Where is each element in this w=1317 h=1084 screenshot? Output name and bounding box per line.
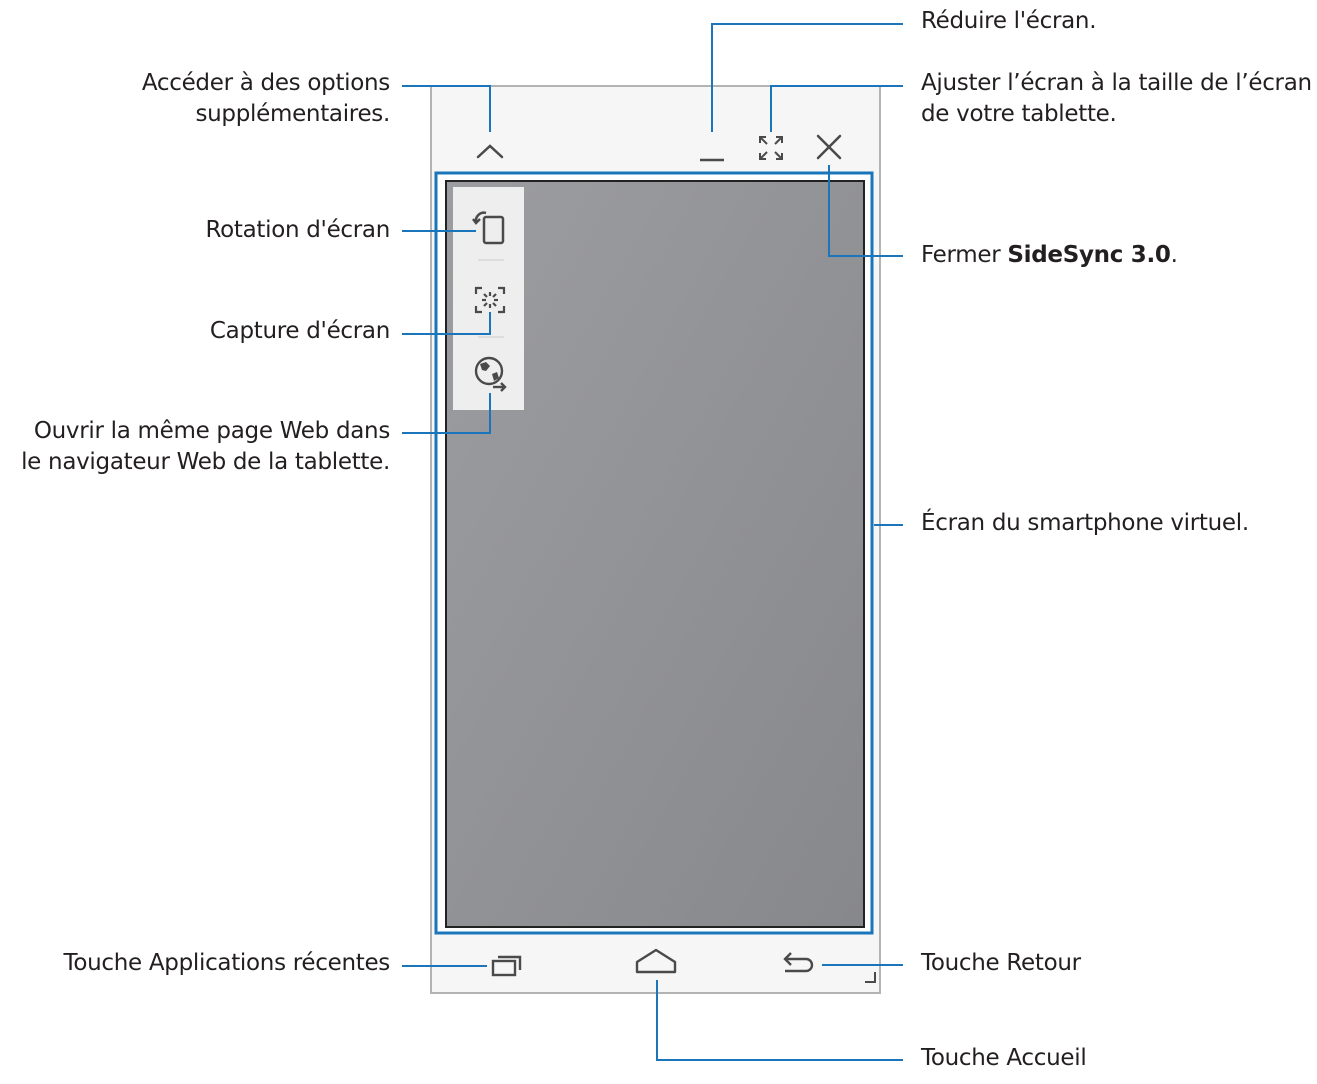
callout-close: Fermer SideSync 3.0. [921, 240, 1178, 271]
leader-fit-screen [770, 85, 903, 132]
web-browser-icon[interactable] [474, 356, 507, 392]
back-icon[interactable] [783, 952, 814, 973]
chevron-up-icon[interactable] [476, 144, 504, 159]
callout-web-page-line2: le navigateur Web de la tablette. [21, 449, 390, 475]
fit-screen-icon[interactable] [759, 136, 783, 160]
callout-fit-screen-line2: de votre tablette. [921, 101, 1117, 127]
callout-recent-apps: Touche Applications récentes [63, 948, 390, 979]
screen-capture-icon[interactable] [474, 286, 506, 314]
callout-recent-apps-text: Touche Applications récentes [63, 950, 390, 976]
callout-fit-screen-line1: Ajuster l’écran à la taille de l’écran [921, 70, 1312, 96]
callout-rotate: Rotation d'écran [205, 215, 390, 246]
callout-home: Touche Accueil [921, 1043, 1087, 1074]
callout-web-page-line1: Ouvrir la même page Web dans [33, 418, 390, 444]
leader-more-options [402, 85, 491, 132]
callout-close-prefix: Fermer [921, 242, 1008, 268]
callout-more-options-line2: supplémentaires. [195, 101, 390, 127]
callout-minimize-text: Réduire l'écran. [921, 8, 1097, 34]
leader-minimize [711, 23, 903, 132]
leader-lines [402, 23, 903, 1061]
close-icon[interactable] [816, 134, 842, 160]
leader-capture [402, 312, 491, 335]
callout-close-suffix: . [1170, 242, 1178, 268]
callout-virtual-screen: Écran du smartphone virtuel. [921, 508, 1249, 539]
callout-back-text: Touche Retour [921, 950, 1081, 976]
callout-web-page: Ouvrir la même page Web dans le navigate… [21, 416, 390, 478]
callout-more-options-line1: Accéder à des options [141, 70, 390, 96]
callout-rotate-text: Rotation d'écran [205, 217, 390, 243]
resize-corner-icon[interactable] [865, 972, 876, 983]
callout-close-app-name: SideSync 3.0 [1007, 242, 1171, 268]
rotate-screen-icon[interactable] [472, 211, 505, 245]
callout-home-text: Touche Accueil [921, 1045, 1087, 1071]
recent-apps-icon[interactable] [491, 955, 522, 977]
callout-fit-screen: Ajuster l’écran à la taille de l’écran d… [921, 68, 1312, 130]
home-icon[interactable] [635, 948, 677, 974]
leader-close [828, 165, 903, 257]
callout-capture-text: Capture d'écran [209, 318, 390, 344]
callout-back: Touche Retour [921, 948, 1081, 979]
callout-minimize: Réduire l'écran. [921, 6, 1097, 37]
leader-web-page [402, 393, 491, 434]
leader-home [656, 980, 903, 1061]
side-toolbar-panel [453, 187, 524, 410]
callout-capture: Capture d'écran [210, 316, 390, 347]
callout-virtual-screen-text: Écran du smartphone virtuel. [921, 510, 1249, 536]
callout-more-options: Accéder à des options supplémentaires. [142, 68, 390, 130]
